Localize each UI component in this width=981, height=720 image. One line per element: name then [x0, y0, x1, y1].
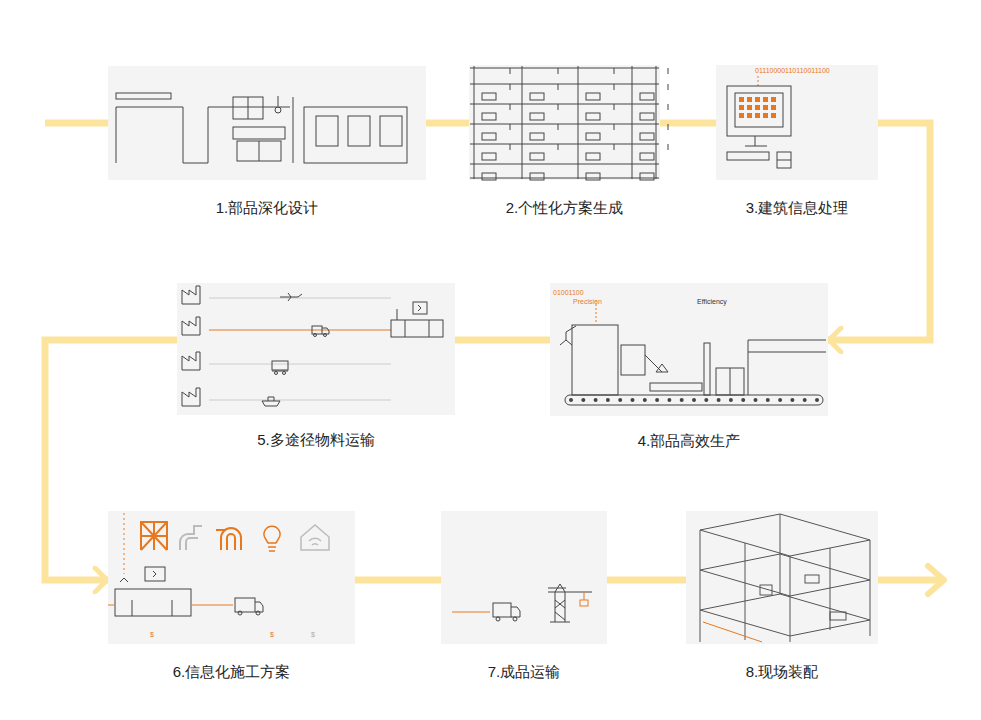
process-panel: 3.建筑信息处理: [716, 65, 878, 230]
flow-connector: [607, 577, 686, 584]
factory-line-illustration: [560, 300, 826, 405]
step-caption: 8.现场装配: [746, 662, 819, 682]
flow-connector: [355, 577, 441, 584]
illustration-label: 01110000110110011100: [755, 66, 830, 75]
entry-line: [45, 120, 108, 127]
step-caption: 6.信息化施工方案: [173, 662, 291, 682]
illustration-label: Precision: [573, 297, 602, 306]
flow-connector: [455, 337, 550, 344]
assembly-illustration: [700, 514, 870, 642]
design-illustration: [116, 93, 407, 163]
step-caption: 1.部品深化设计: [216, 198, 319, 218]
step-caption: 3.建筑信息处理: [746, 198, 849, 218]
unit-grid-illustration: [470, 66, 668, 180]
step-caption: 2.个性化方案生成: [506, 198, 624, 218]
step-caption: 7.成品运输: [488, 662, 561, 682]
transport-illustration: [182, 286, 443, 406]
process-panel: 1.部品深化设计: [108, 66, 426, 230]
delivery-illustration: [452, 584, 592, 622]
step-caption: 4.部品高效生产: [638, 431, 741, 451]
panel-ground: [716, 65, 878, 180]
illustration-label: Efficiency: [697, 297, 727, 306]
exit-line: [878, 577, 942, 584]
process-panel: 4.部品高效生产: [550, 283, 828, 466]
panel-ground: [469, 65, 660, 180]
process-panel: 8.现场装配: [686, 511, 878, 694]
illustration-label: $: [270, 630, 274, 639]
illustration-label: $: [311, 630, 315, 639]
illustration-label: $: [150, 630, 154, 639]
step-caption: 5.多途径物料运输: [257, 430, 375, 450]
illustration-label: 01001100: [553, 288, 584, 297]
construction-plan-illustration: [108, 513, 329, 616]
computer-illustration: [727, 76, 791, 168]
panel-ground: [441, 511, 607, 644]
exit-arrowhead: [928, 566, 944, 594]
flow-connector: [426, 120, 469, 127]
process-panel: 2.个性化方案生成: [469, 65, 660, 230]
process-panel: 7.成品运输: [441, 511, 607, 694]
